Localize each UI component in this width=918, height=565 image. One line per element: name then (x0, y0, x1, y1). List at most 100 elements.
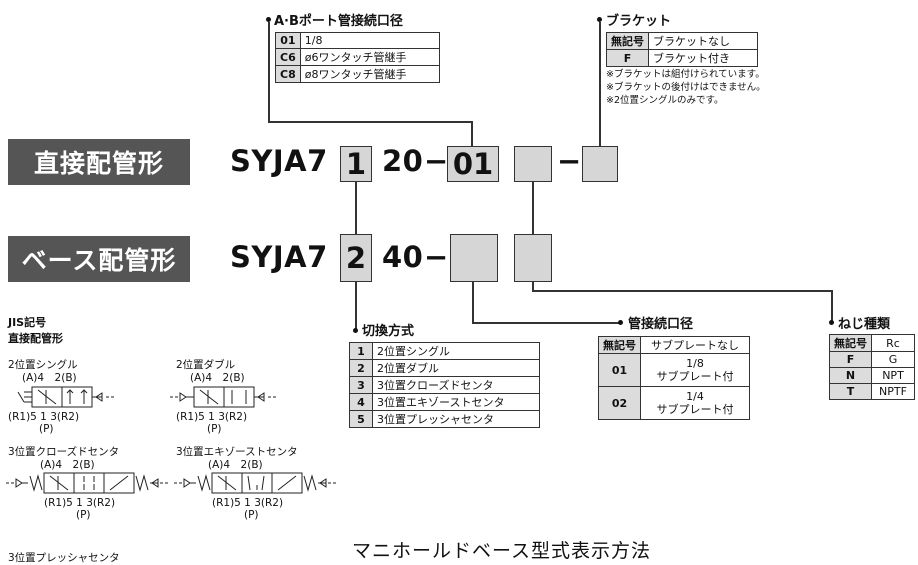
desc-line: サブプレート付 (656, 370, 734, 383)
desc-line: 1/8 (686, 357, 704, 370)
code-cell: C6 (275, 48, 301, 66)
code-cell: 4 (349, 393, 373, 411)
base-thread-box (514, 234, 552, 282)
thread-title: ねじ種類 (838, 317, 891, 332)
direct-bracket-box (582, 146, 618, 182)
code-cell: 無記号 (598, 336, 641, 354)
table-row: 無記号サブプレートなし (598, 336, 750, 354)
code-cell: 無記号 (829, 334, 872, 352)
jis-port-bottom: (R1)5 1 3(R2) (176, 411, 248, 423)
thread-dot (829, 320, 834, 325)
desc-cell: ブラケットなし (648, 32, 758, 50)
thread-leader-v2 (831, 290, 833, 324)
code-cell: N (829, 367, 872, 384)
desc-cell: 1/8 (299, 32, 440, 49)
digit-connector (355, 182, 357, 234)
switch-dot (353, 328, 358, 333)
ports-title: A·Bポート管接続口径 (274, 14, 403, 29)
jis-port-top: (A)4 2(B) (40, 459, 95, 471)
direct-pipe-box (514, 146, 552, 182)
jis-symbol-name: 2位置シングル (8, 359, 78, 371)
jis-subtitle: 直接配管形 (8, 332, 63, 345)
pipe-leader-h (472, 322, 620, 324)
desc-cell: 3位置プレッシャセンタ (372, 410, 540, 428)
switch-title: 切換方式 (362, 324, 415, 339)
base-pipe-box (450, 234, 498, 282)
direct-label: 直接配管形 (8, 139, 190, 185)
valve-2pos-double-symbol (170, 386, 276, 408)
jis-port-p: (P) (207, 423, 222, 435)
pipe-title: 管接続口径 (628, 317, 694, 332)
jis-title: JIS記号 (8, 316, 47, 329)
code-cell: 3 (349, 376, 373, 394)
jis-symbol-name: 3位置エキゾーストセンタ (176, 446, 298, 458)
base-label: ベース配管形 (8, 236, 190, 282)
manifold-title: マニホールドベース型式表示方法 (352, 540, 652, 562)
bracket-note-3: ※2位置シングルのみです。 (606, 95, 724, 106)
jis-port-bottom: (R1)5 1 3(R2) (212, 497, 284, 509)
desc-cell: ø6ワンタッチ管継手 (299, 48, 440, 66)
bracket-note-2: ※ブラケットの後付けはできません。 (606, 82, 766, 93)
base-prefix: SYJA7 (230, 240, 328, 274)
jis-port-p: (P) (244, 509, 259, 521)
valve-2pos-single-symbol (17, 386, 114, 408)
code-cell: 01 (275, 32, 301, 49)
switch-leader (355, 282, 357, 330)
desc-cell: G (871, 351, 915, 368)
jis-port-bottom: (R1)5 1 3(R2) (44, 497, 116, 509)
code-cell: F (606, 49, 649, 67)
desc-cell: ø8ワンタッチ管継手 (299, 65, 440, 83)
pipe-connector (532, 182, 534, 234)
jis-port-p: (P) (39, 423, 54, 435)
desc-cell: 3位置エキゾーストセンタ (372, 393, 540, 411)
desc-line: 1/4 (686, 390, 704, 403)
direct-dash-1: − (424, 144, 449, 178)
bracket-title: ブラケット (606, 14, 672, 29)
thread-leader-h (532, 290, 833, 292)
code-cell: C8 (275, 65, 301, 83)
desc-cell: 2位置ダブル (372, 359, 540, 377)
jis-cut-label: 3位置プレッシャセンタ (8, 552, 120, 564)
ports-leader-h (268, 121, 473, 123)
pipe-leader-v (472, 282, 474, 324)
code-cell: 01 (598, 353, 641, 387)
base-digit-box: 2 (340, 234, 372, 282)
code-cell: F (829, 351, 872, 368)
bracket-note-1: ※ブラケットは組付けられています。 (606, 69, 765, 80)
thread-leader-v (532, 282, 534, 292)
code-cell: 2 (349, 359, 373, 377)
jis-symbol-name: 2位置ダブル (176, 359, 236, 371)
direct-digit-box: 1 (340, 146, 372, 182)
table-row: 無記号ブラケットなし (606, 32, 758, 50)
jis-port-top: (A)4 2(B) (208, 459, 263, 471)
desc-cell: 2位置シングル (372, 342, 540, 360)
ports-leader-v (268, 22, 270, 122)
direct-middle: 20 (382, 144, 424, 178)
direct-dash-2: − (557, 144, 582, 178)
ports-dot (266, 17, 271, 22)
jis-port-top: (A)4 2(B) (190, 372, 245, 384)
valve-3pos-exhaust-center-symbol (174, 472, 338, 494)
code-cell: 無記号 (606, 32, 649, 50)
jis-symbol-name: 3位置クローズドセンタ (8, 446, 120, 458)
direct-port-box: 01 (447, 146, 499, 182)
desc-line: サブプレート付 (656, 403, 734, 416)
jis-port-top: (A)4 2(B) (22, 372, 77, 384)
bracket-dot (597, 17, 602, 22)
ports-leader-v2 (471, 121, 473, 146)
base-middle: 40 (382, 240, 424, 274)
